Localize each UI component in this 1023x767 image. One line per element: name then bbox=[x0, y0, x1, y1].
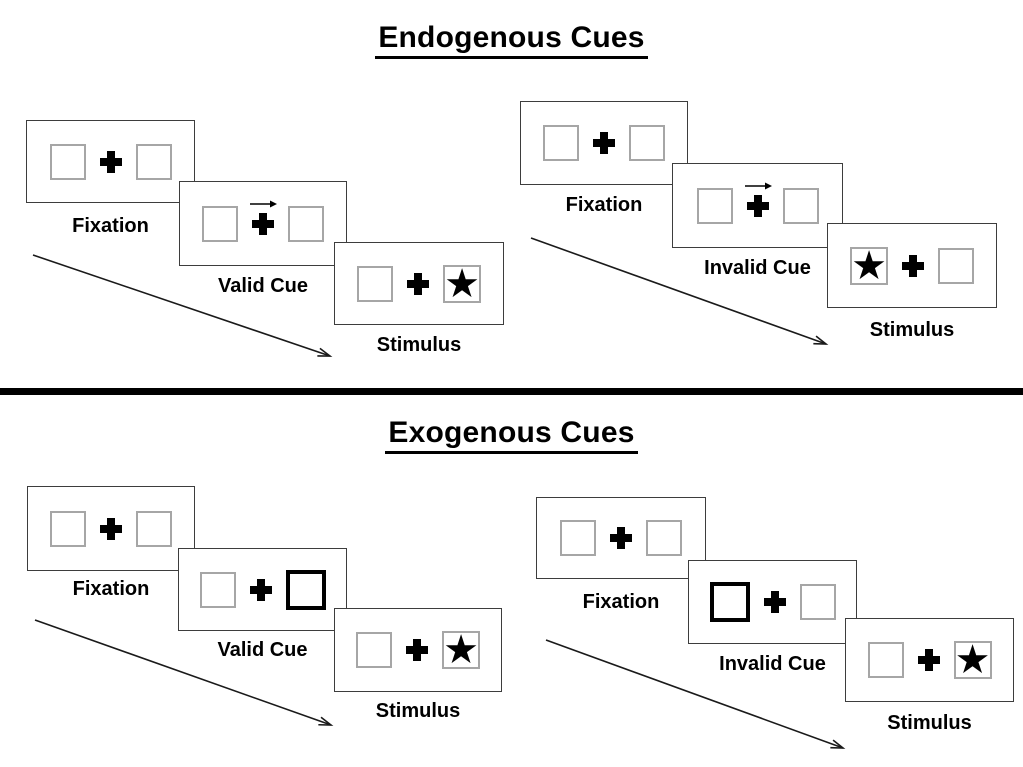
panel-stimulus: ★ bbox=[334, 242, 504, 325]
frame-label: Valid Cue bbox=[217, 275, 309, 297]
frame-label: Valid Cue bbox=[217, 639, 308, 661]
placeholder-box-left bbox=[560, 520, 596, 556]
star-icon: ★ bbox=[443, 627, 479, 673]
panel-fixation bbox=[27, 486, 195, 571]
placeholder-box-right bbox=[629, 125, 665, 161]
placeholder-box-left bbox=[357, 265, 393, 302]
timeline-arrow-exogenous-invalid bbox=[545, 639, 846, 749]
placeholder-box-right bbox=[799, 584, 836, 620]
timeline-arrow-endogenous-invalid bbox=[530, 237, 829, 345]
cue-highlight-box bbox=[285, 569, 326, 610]
placeholder-box-left bbox=[543, 125, 579, 161]
panel-valid-cue bbox=[178, 548, 347, 631]
placeholder-box-left bbox=[202, 205, 238, 242]
cue-highlight-box bbox=[709, 582, 750, 622]
panel-invalid-cue bbox=[688, 560, 857, 644]
fixation-cross-icon bbox=[902, 254, 924, 277]
panel-fixation bbox=[26, 120, 195, 203]
frame-label: Stimulus bbox=[887, 712, 972, 734]
star-icon: ★ bbox=[444, 260, 480, 307]
placeholder-box-right bbox=[136, 510, 172, 547]
star-icon: ★ bbox=[954, 637, 991, 683]
fixation-cross-icon bbox=[763, 591, 786, 613]
fixation-cross-icon bbox=[406, 639, 428, 661]
placeholder-box-left bbox=[50, 510, 86, 547]
panel-stimulus: ★ bbox=[827, 223, 997, 308]
star-box: ★ bbox=[850, 242, 888, 289]
fixation-cross-icon bbox=[917, 649, 940, 671]
endogenous-section-title: Endogenous Cues bbox=[0, 21, 1023, 59]
fixation-cross-icon bbox=[100, 517, 122, 540]
panel-stimulus: ★ bbox=[334, 608, 502, 692]
placeholder-box-right bbox=[646, 520, 682, 556]
panel-invalid-cue bbox=[672, 163, 843, 248]
frame-label: Stimulus bbox=[376, 334, 462, 356]
timeline-arrow-endogenous-valid bbox=[32, 254, 333, 357]
frame-label: Stimulus bbox=[869, 319, 955, 341]
frame-label: Fixation bbox=[72, 578, 150, 600]
timeline-arrow-exogenous-valid bbox=[34, 619, 334, 726]
fixation-cross-icon bbox=[744, 182, 772, 217]
frame-label: Invalid Cue bbox=[704, 257, 811, 279]
right-arrow-cue-icon bbox=[250, 200, 277, 207]
fixation-cross-icon bbox=[610, 527, 632, 549]
panel-fixation bbox=[536, 497, 706, 579]
fixation-cross-icon bbox=[99, 150, 122, 173]
exogenous-section-title: Exogenous Cues bbox=[0, 416, 1023, 454]
frame-label: Fixation bbox=[72, 215, 149, 237]
panel-valid-cue bbox=[179, 181, 347, 266]
panel-fixation bbox=[520, 101, 688, 185]
placeholder-box-left bbox=[696, 187, 733, 224]
fixation-cross-icon bbox=[407, 272, 429, 295]
panel-stimulus: ★ bbox=[845, 618, 1014, 702]
placeholder-box-right bbox=[782, 187, 819, 224]
star-box: ★ bbox=[442, 627, 480, 673]
placeholder-box-left bbox=[199, 571, 236, 608]
frame-label: Invalid Cue bbox=[719, 653, 826, 675]
right-arrow-cue-icon bbox=[744, 182, 772, 189]
fixation-cross-icon bbox=[249, 578, 272, 601]
star-box: ★ bbox=[443, 260, 481, 307]
frame-label: Fixation bbox=[565, 194, 643, 216]
star-box: ★ bbox=[953, 637, 992, 683]
placeholder-box-right bbox=[135, 143, 172, 180]
placeholder-box-left bbox=[49, 143, 86, 180]
fixation-cross-icon bbox=[250, 200, 277, 235]
placeholder-box-left bbox=[867, 642, 904, 678]
section-divider bbox=[0, 388, 1023, 395]
frame-label: Fixation bbox=[582, 591, 660, 613]
frame-label: Stimulus bbox=[375, 700, 461, 722]
placeholder-box-left bbox=[356, 632, 392, 668]
placeholder-box-right bbox=[938, 247, 974, 284]
fixation-cross-icon bbox=[593, 132, 615, 154]
star-icon: ★ bbox=[851, 242, 887, 289]
placeholder-box-right bbox=[288, 205, 324, 242]
